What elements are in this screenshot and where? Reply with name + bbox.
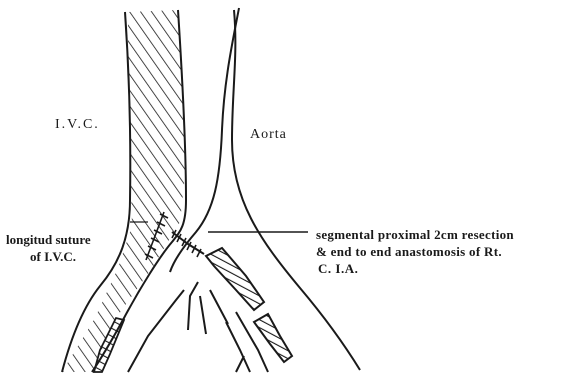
iliac-branch-stub xyxy=(200,296,206,334)
left-iliac-branch xyxy=(128,282,198,372)
resection-label-line1: segmental proximal 2cm resection xyxy=(316,227,514,242)
suture-label-line2: of I.V.C. xyxy=(30,249,76,264)
suture-label-line1: longitud suture xyxy=(6,232,91,247)
anastomosis-line xyxy=(172,232,204,254)
ivc-label: I.V.C. xyxy=(55,117,100,132)
resection-label-line3: C. I.A. xyxy=(318,261,358,276)
resection-label-line2: & end to end anastomosis of Rt. xyxy=(316,244,502,259)
ivc-vessel xyxy=(62,10,186,372)
aorta-right-wall xyxy=(232,10,360,370)
anastomosis-suture xyxy=(172,230,204,257)
aorta-label: Aorta xyxy=(250,127,287,142)
